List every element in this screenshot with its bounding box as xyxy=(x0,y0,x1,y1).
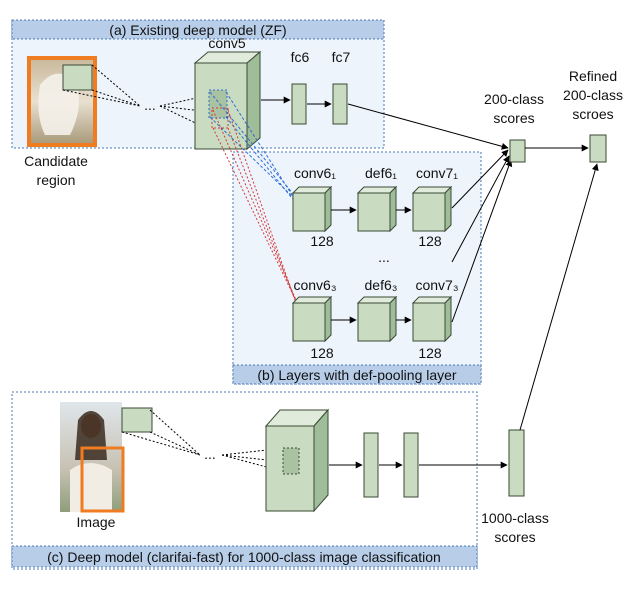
refined-scores-block xyxy=(589,134,607,163)
scores-200-block xyxy=(509,139,526,163)
conv7-3-label: conv7₃ xyxy=(415,277,458,293)
panel-a-title: (a) Existing deep model (ZF) xyxy=(109,22,286,38)
conv5-label: conv5 xyxy=(208,35,246,51)
fc7-label: fc7 xyxy=(332,49,351,65)
clarifai-fc1-block xyxy=(363,432,379,498)
scores-200-label-1: 200-class xyxy=(484,91,544,107)
conv6-3-block xyxy=(291,295,333,343)
conv5-block xyxy=(193,50,262,151)
refined-label-1: Refined xyxy=(569,68,617,84)
def6-1-block xyxy=(356,185,398,233)
scores-1000-label-1: 1000-class xyxy=(481,510,549,526)
candidate-label-2: region xyxy=(37,172,76,188)
panel-b-title: (b) Layers with def-pooling layer xyxy=(257,367,457,383)
panel-b-to-scores-arrows xyxy=(451,149,513,323)
clarifai-fc2-block xyxy=(403,432,419,498)
projection-lines-a xyxy=(62,64,211,131)
ellipsis-b: ... xyxy=(378,249,390,265)
image-label: Image xyxy=(77,514,116,530)
ellipsis-a: ... xyxy=(144,97,156,113)
scores-200-label-2: scores xyxy=(493,110,534,126)
fc7-block xyxy=(332,83,348,125)
candidate-region-image xyxy=(27,56,97,147)
def6-3-block xyxy=(356,295,398,343)
conv6-1-label: conv6₁ xyxy=(294,165,336,181)
dim-128-conv6-3: 128 xyxy=(310,345,334,361)
conv7-1-block xyxy=(411,185,453,233)
scores-1000-block xyxy=(508,429,525,497)
conv6-1-block xyxy=(291,185,333,233)
ellipsis-c: ... xyxy=(204,446,216,462)
panel-c-title: (c) Deep model (clarifai-fast) for 1000-… xyxy=(47,549,441,565)
conv7-3-block xyxy=(411,295,453,343)
def6-3-label: def6₃ xyxy=(365,277,398,293)
conv5-to-conv6-1-lines xyxy=(209,91,297,204)
dim-128-conv6-1: 128 xyxy=(310,233,334,249)
scores-1000-label-2: scores xyxy=(494,529,535,545)
input-image xyxy=(60,402,153,513)
dim-128-conv7-3: 128 xyxy=(418,345,442,361)
fc6-label: fc6 xyxy=(291,49,310,65)
def6-1-label: def6₁ xyxy=(365,165,397,181)
clarifai-conv-block xyxy=(264,408,330,513)
refined-label-3: scroes xyxy=(572,106,613,122)
conv6-3-label: conv6₃ xyxy=(293,277,336,293)
refined-label-2: 200-class xyxy=(563,87,623,103)
candidate-label-1: Candidate xyxy=(24,153,88,169)
conv5-to-conv6-3-lines xyxy=(212,109,299,308)
fc6-block xyxy=(291,83,307,125)
dim-128-conv7-1: 128 xyxy=(418,233,442,249)
conv7-1-label: conv7₁ xyxy=(416,165,458,181)
